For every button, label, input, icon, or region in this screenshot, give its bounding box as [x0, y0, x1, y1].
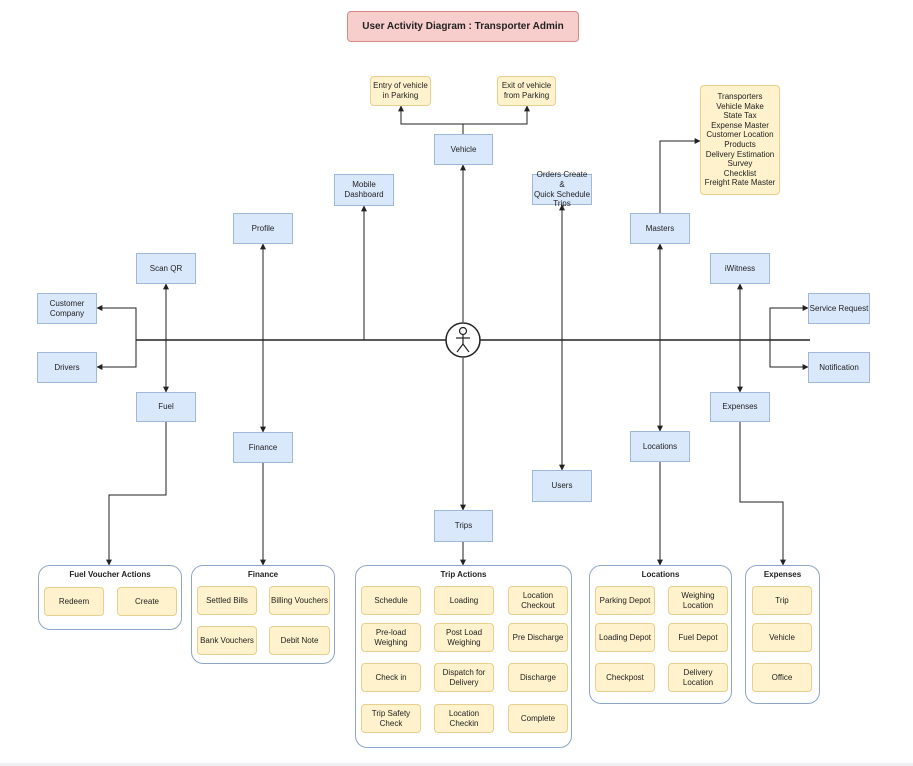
trip-action-schedule: Schedule — [361, 586, 421, 615]
fuel-voucher-group-title: Fuel Voucher Actions — [69, 570, 151, 579]
trip-action-preload-weighing: Pre-load Weighing — [361, 623, 421, 652]
trip-action-dispatch-delivery: Dispatch for Delivery — [434, 663, 494, 692]
user-actor-icon — [445, 322, 481, 358]
expense-trip: Trip — [752, 586, 812, 615]
edge-vehicle-exit — [462, 105, 530, 134]
expense-office: Office — [752, 663, 812, 692]
orders-node: Orders Create & Quick Schedule Trips — [532, 170, 592, 209]
edge-masters-list — [659, 138, 701, 213]
finance-group-title: Finance — [247, 570, 279, 579]
expenses-group-title: Expenses — [763, 570, 802, 579]
customer-company-node: Customer Company — [37, 293, 97, 324]
finance-action-settled-bills: Settled Bills — [197, 586, 257, 615]
trip-actions-group: Trip Actions Schedule Loading Location C… — [355, 565, 572, 748]
expenses-node: Expenses — [710, 392, 770, 422]
fuel-voucher-group: Fuel Voucher Actions Redeem Create — [38, 565, 182, 630]
trip-action-safety-check: Trip Safety Check — [361, 704, 421, 733]
edge-fuel-group — [106, 422, 167, 566]
edge-vehicle-entry — [398, 105, 434, 125]
service-request-node: Service Request — [808, 293, 870, 324]
locations-node: Locations — [630, 431, 690, 462]
iwitness-node: iWitness — [710, 253, 770, 284]
trip-action-complete: Complete — [508, 704, 568, 733]
trip-action-postload-weighing: Post Load Weighing — [434, 623, 494, 652]
finance-action-bank-vouchers: Bank Vouchers — [197, 626, 257, 655]
edge-service-request — [769, 305, 809, 340]
location-loading-depot: Loading Depot — [595, 623, 655, 652]
drivers-node: Drivers — [37, 352, 97, 383]
trip-action-loading: Loading — [434, 586, 494, 615]
finance-group: Finance Settled Bills Billing Vouchers B… — [191, 565, 335, 664]
location-checkpost: Checkpost — [595, 663, 655, 692]
edge-notification — [769, 340, 809, 370]
diagram-title: User Activity Diagram : Transporter Admi… — [347, 11, 579, 42]
entry-parking-node: Entry of vehicle in Parking — [370, 76, 431, 106]
scan-qr-node: Scan QR — [136, 253, 196, 284]
finance-action-billing-vouchers: Billing Vouchers — [269, 586, 330, 615]
fuel-action-redeem: Redeem — [44, 587, 104, 616]
locations-group: Locations Parking Depot Weighing Locatio… — [589, 565, 732, 704]
finance-node: Finance — [233, 432, 293, 463]
locations-group-title: Locations — [641, 570, 680, 579]
actor-node — [445, 322, 481, 358]
mobile-dashboard-node: Mobile Dashboard — [334, 174, 394, 206]
masters-node: Masters — [630, 213, 690, 244]
trip-action-pre-discharge: Pre Discharge — [508, 623, 568, 652]
trip-action-location-checkout: Location Checkout — [508, 586, 568, 615]
expense-vehicle: Vehicle — [752, 623, 812, 652]
vehicle-node: Vehicle — [434, 134, 493, 165]
fuel-action-create: Create — [117, 587, 177, 616]
users-node: Users — [532, 470, 592, 502]
trip-action-location-checkin: Location Checkin — [434, 704, 494, 733]
edge-expenses-group — [739, 422, 786, 566]
profile-node: Profile — [233, 213, 293, 244]
location-parking-depot: Parking Depot — [595, 586, 655, 615]
exit-parking-node: Exit of vehicle from Parking — [497, 76, 556, 106]
notification-node: Notification — [808, 352, 870, 383]
expenses-group: Expenses Trip Vehicle Office — [745, 565, 820, 704]
location-weighing: Weighing Location — [668, 586, 728, 615]
fuel-node: Fuel — [136, 392, 196, 422]
location-fuel-depot: Fuel Depot — [668, 623, 728, 652]
edge-drivers — [96, 340, 137, 370]
trip-action-discharge: Discharge — [508, 663, 568, 692]
trip-actions-group-title: Trip Actions — [440, 570, 487, 579]
bottom-scroll-edge — [0, 763, 913, 766]
edge-customer-company — [96, 305, 137, 340]
masters-list-node: Transporters Vehicle Make State Tax Expe… — [700, 85, 780, 195]
finance-action-debit-note: Debit Note — [269, 626, 330, 655]
trips-node: Trips — [434, 510, 493, 542]
trip-action-check-in: Check in — [361, 663, 421, 692]
location-delivery: Delivery Location — [668, 663, 728, 692]
